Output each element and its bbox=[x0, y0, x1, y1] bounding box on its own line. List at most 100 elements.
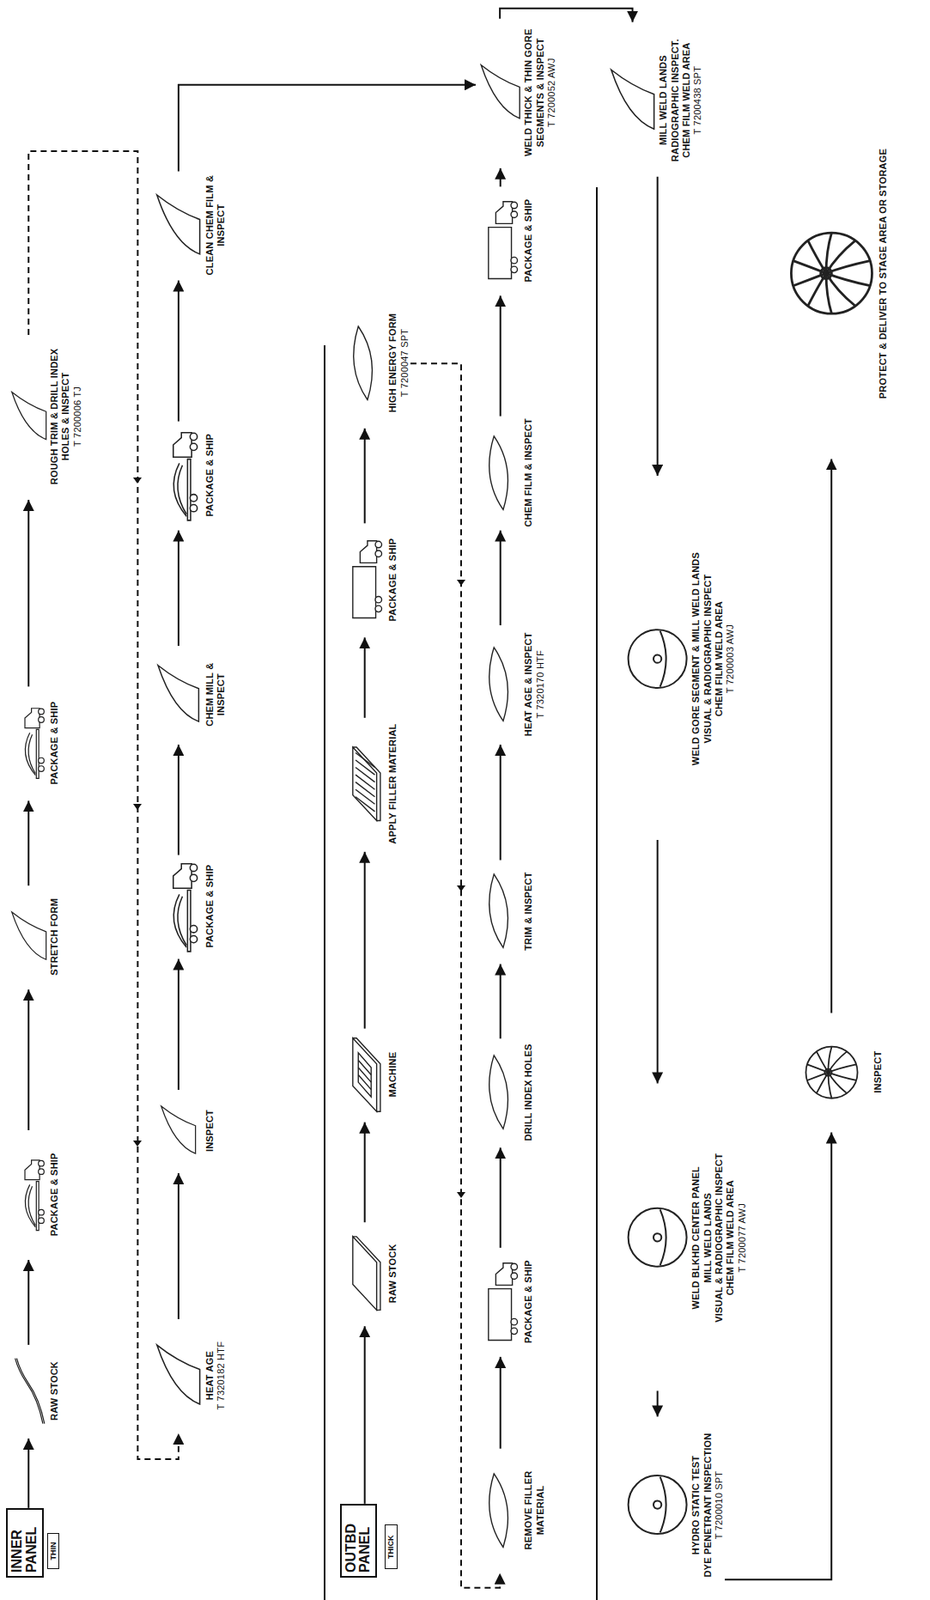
step-label: WELD THICK & THIN GORE SEGMENTS & INSPEC… bbox=[522, 18, 547, 167]
panel-box: THIN bbox=[47, 1532, 61, 1570]
sketch-line bbox=[161, 1106, 196, 1154]
sketch-line bbox=[355, 759, 375, 775]
sketch-circle bbox=[190, 924, 198, 932]
part-number: T 7200052 AWJ bbox=[546, 18, 558, 167]
sketch-line bbox=[158, 665, 199, 722]
part-sketch bbox=[611, 69, 655, 129]
sketch-line bbox=[660, 631, 667, 687]
sketch-line bbox=[177, 464, 187, 514]
part-illustration bbox=[152, 1319, 204, 1432]
step-label: PACKAGE & SHIP bbox=[48, 686, 61, 800]
step-label: THIN bbox=[48, 1536, 59, 1567]
sketch-line bbox=[157, 1344, 201, 1405]
part-illustration bbox=[477, 18, 523, 167]
part-illustration bbox=[477, 1448, 523, 1572]
step-label: TRIM & INSPECT bbox=[522, 860, 535, 963]
process-step: PACKAGE & SHIP bbox=[8, 1130, 61, 1259]
part-sketch bbox=[489, 1473, 509, 1548]
sketch-line bbox=[11, 911, 46, 960]
process-step: HEAT AGE & INSPECTT 7320170 HTF bbox=[477, 625, 547, 743]
sketch-circle bbox=[375, 541, 382, 548]
process-step: REMOVE FILLER MATERIAL bbox=[477, 1448, 547, 1572]
sketch-circle bbox=[190, 504, 198, 511]
sketch-circle bbox=[190, 935, 198, 943]
sketch-circle bbox=[510, 1263, 517, 1270]
part-illustration bbox=[477, 1039, 523, 1147]
process-step: WELD GORE SEGMENT & MILL WELD LANDSVISUA… bbox=[624, 477, 737, 840]
panel-box: INNER PANEL bbox=[6, 1507, 44, 1578]
sketch-line bbox=[28, 1185, 36, 1226]
flow-arrow bbox=[177, 280, 180, 422]
flow-arrow bbox=[499, 744, 502, 860]
part-sketch bbox=[158, 665, 199, 722]
flow-arrow bbox=[177, 959, 180, 1090]
part-sketch bbox=[353, 326, 373, 401]
sketch-line bbox=[353, 326, 373, 401]
part-illustration bbox=[624, 1084, 691, 1391]
process-step: PROTECT & DELIVER TO STAGE AREA OR STORA… bbox=[785, 90, 889, 458]
flow-arrow bbox=[499, 1147, 502, 1248]
part-sketch bbox=[161, 1106, 196, 1154]
sketch-circle bbox=[37, 765, 44, 772]
step-label: PROTECT & DELIVER TO STAGE AREA OR STORA… bbox=[877, 90, 889, 458]
sketch-circle bbox=[37, 717, 44, 724]
part-sketch bbox=[14, 1357, 44, 1423]
sketch-circle bbox=[510, 202, 517, 209]
step-label: PACKAGE & SHIP bbox=[204, 855, 216, 958]
part-illustration bbox=[477, 416, 523, 529]
part-sketch bbox=[489, 874, 509, 949]
sketch-line bbox=[358, 1052, 371, 1097]
step-label: APPLY FILLER MATERIAL bbox=[387, 717, 399, 850]
part-illustration bbox=[152, 421, 204, 529]
sketch-circle bbox=[190, 863, 198, 871]
sketch-circle bbox=[37, 1160, 44, 1167]
sketch-line bbox=[24, 1160, 40, 1180]
flow-arrow bbox=[656, 176, 659, 476]
part-illustration bbox=[8, 1130, 50, 1259]
part-number: T 7320182 HTF bbox=[215, 1319, 227, 1432]
part-illustration bbox=[477, 625, 523, 743]
sketch-line bbox=[488, 1288, 512, 1341]
part-sketch bbox=[352, 747, 381, 821]
flow-arrow bbox=[499, 530, 502, 626]
panel-box: THICK bbox=[384, 1524, 398, 1569]
flow-arrow bbox=[364, 428, 366, 524]
sketch-circle bbox=[37, 1217, 44, 1224]
flow-arrow bbox=[27, 499, 30, 687]
part-illustration bbox=[624, 477, 691, 840]
sketch-circle bbox=[510, 266, 517, 273]
sketch-line bbox=[352, 1236, 381, 1311]
sketch-circle bbox=[628, 629, 687, 688]
sketch-circle bbox=[190, 874, 198, 882]
process-step: WELD BLKHD CENTER PANELMILL WELD LANDSVI… bbox=[624, 1084, 748, 1391]
sketch-line bbox=[355, 752, 375, 767]
process-step: WELD THICK & THIN GORE SEGMENTS & INSPEC… bbox=[477, 18, 559, 167]
step-label: THICK bbox=[386, 1527, 396, 1566]
flow-arrow bbox=[499, 295, 502, 416]
sketch-circle bbox=[628, 1476, 687, 1535]
step-label: HEAT AGE bbox=[204, 1319, 216, 1432]
part-illustration bbox=[790, 1013, 873, 1131]
part-sketch bbox=[173, 863, 198, 951]
sketch-circle bbox=[653, 1233, 662, 1242]
step-label: HEAT AGE & INSPECT bbox=[522, 625, 535, 743]
step-label: DRILL INDEX HOLES bbox=[522, 1039, 535, 1147]
part-illustration bbox=[341, 298, 388, 427]
flow-arrow bbox=[178, 85, 476, 172]
part-illustration bbox=[8, 334, 50, 499]
sketch-circle bbox=[375, 605, 382, 612]
process-step: RAW STOCK bbox=[8, 1344, 61, 1437]
sketch-line bbox=[611, 69, 655, 129]
sketch-line bbox=[488, 227, 512, 280]
flow-arrow bbox=[364, 851, 366, 1029]
process-step: PACKAGE & SHIP bbox=[152, 421, 216, 529]
sketch-line bbox=[173, 863, 192, 888]
sketch-line bbox=[827, 1063, 857, 1072]
step-label: PACKAGE & SHIP bbox=[387, 523, 399, 637]
part-sketch bbox=[173, 431, 198, 520]
step-label: HYDRO STATIC TEST bbox=[690, 1418, 702, 1593]
process-step: CHEM FILM & INSPECT bbox=[477, 416, 535, 529]
sketch-line bbox=[826, 273, 832, 315]
sketch-line bbox=[489, 1473, 509, 1548]
